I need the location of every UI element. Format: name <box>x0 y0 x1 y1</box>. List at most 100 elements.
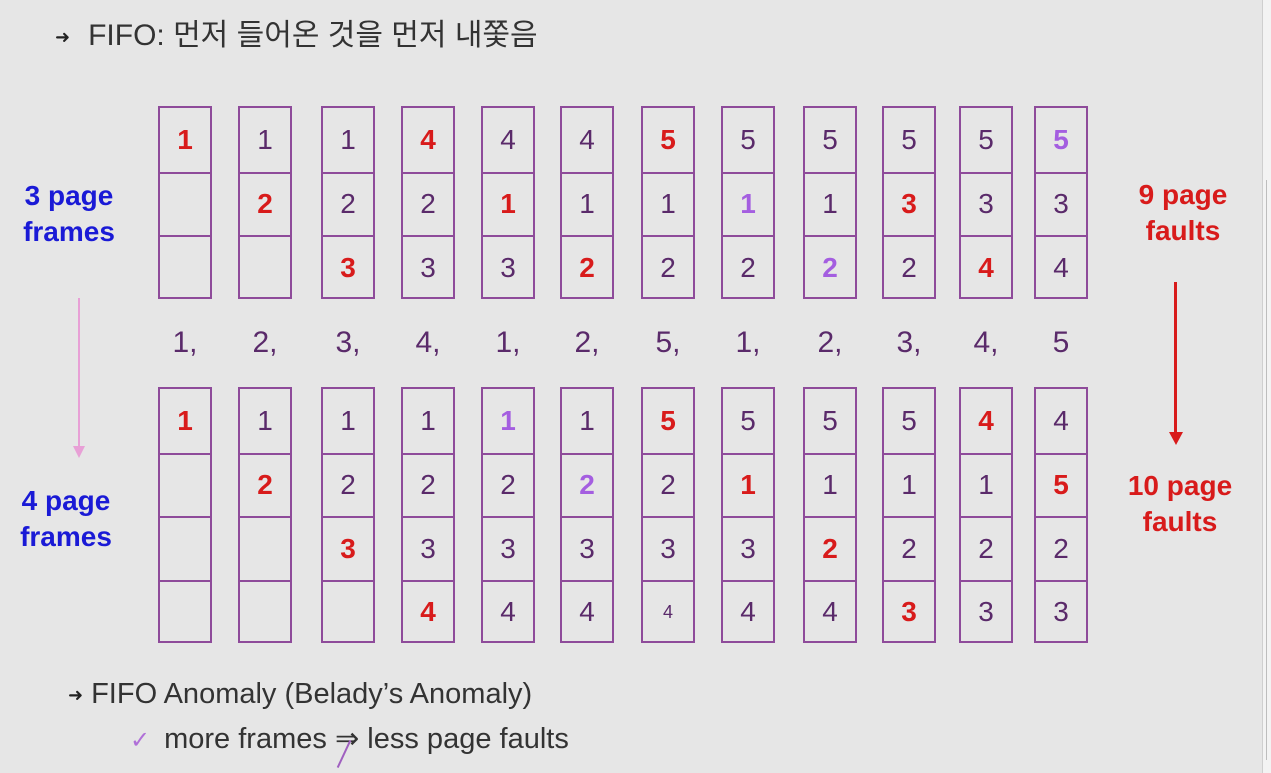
reference-item: 1, <box>495 326 521 359</box>
four-frame-frame-cell: 2 <box>483 452 533 517</box>
four-frame-frame-cell: 3 <box>403 516 453 580</box>
three-frame-frame-cell: 2 <box>403 171 453 236</box>
four-frame-frame-cell: 4 <box>403 579 453 644</box>
four-frame-frame-cell <box>160 516 210 580</box>
three-frame-frame-cell: 1 <box>483 171 533 236</box>
label-4-page-frames: 4 page frames <box>20 485 112 552</box>
three-frame-frame-cell: 1 <box>257 123 273 155</box>
four-frame-frame-cell: 4 <box>978 404 994 436</box>
three-frame-frame-cell: 2 <box>723 235 773 299</box>
four-frame-frame-cell <box>160 579 210 644</box>
arrow-bullet-icon: ➜ <box>68 685 84 706</box>
four-frame-frame-cell: 1 <box>723 452 773 517</box>
three-frame-frame-cell: 3 <box>961 171 1011 236</box>
three-frame-frame-cell: 1 <box>723 171 773 236</box>
four-frame-frame-cell: 5 <box>1036 452 1086 517</box>
four-frame-frame-cell: 1 <box>961 452 1011 517</box>
checkmark-icon: ✓ <box>130 727 151 754</box>
three-frame-frame-cell: 5 <box>822 123 838 155</box>
reference-item: 5 <box>1052 326 1070 359</box>
label-10-page-faults: 10 page faults <box>1127 470 1233 537</box>
reference-item: 1, <box>735 326 761 359</box>
four-frame-frame-cell: 1 <box>579 404 595 436</box>
slide-heading: ➜FIFO: 먼저 들어온 것을 먼저 내쫓음 <box>55 14 538 59</box>
three-frame-frame-cell: 3 <box>403 235 453 299</box>
four-frame-frame-cell: 5 <box>740 404 756 436</box>
heading-text: FIFO: 먼저 들어온 것을 먼저 내쫓음 <box>88 19 538 52</box>
reference-item: 4, <box>973 326 999 359</box>
sub-bullet: ✓more frames ⇒ less page faults <box>130 719 569 769</box>
three-frame-frame-cell: 5 <box>1053 123 1069 155</box>
three-frame-frame-cell: 3 <box>884 171 934 236</box>
four-frame-frame-cell <box>323 579 373 644</box>
four-frame-frame-cell: 2 <box>805 516 855 580</box>
three-frame-frame-cell: 5 <box>978 123 994 155</box>
four-frame-column: 1 <box>158 387 212 643</box>
three-frame-frame-cell: 2 <box>562 235 612 299</box>
red-down-arrow-head-icon <box>1169 432 1183 445</box>
reference-item: 4, <box>415 326 441 359</box>
three-frame-frame-cell: 4 <box>500 123 516 155</box>
four-frame-frame-cell: 1 <box>420 404 436 436</box>
four-frame-frame-cell: 3 <box>961 579 1011 644</box>
four-frame-frame-cell: 4 <box>1053 404 1069 436</box>
four-frame-frame-cell: 2 <box>240 452 290 517</box>
down-arrow-head-icon <box>73 446 85 458</box>
three-frame-frame-cell: 1 <box>177 123 193 155</box>
four-frame-frame-cell: 1 <box>340 404 356 436</box>
three-frame-frame-cell <box>160 171 210 236</box>
four-frame-frame-cell: 5 <box>901 404 917 436</box>
four-frame-frame-cell: 2 <box>643 452 693 517</box>
three-frame-frame-cell: 5 <box>660 123 676 155</box>
three-frame-frame-cell: 4 <box>961 235 1011 299</box>
four-frame-frame-cell: 3 <box>483 516 533 580</box>
not-implies-icon: ⇒ <box>335 719 359 769</box>
three-frame-frame-cell: 1 <box>805 171 855 236</box>
reference-item: 3, <box>335 326 361 359</box>
four-frame-frame-cell: 4 <box>562 579 612 644</box>
four-frame-frame-cell: 3 <box>323 516 373 580</box>
three-frame-frame-cell: 1 <box>340 123 356 155</box>
four-frame-frame-cell: 3 <box>723 516 773 580</box>
anomaly-bullet: ➜FIFO Anomaly (Belady’s Anomaly) <box>68 674 532 715</box>
four-frame-frame-cell: 3 <box>1036 579 1086 644</box>
down-arrow-icon <box>78 298 80 448</box>
four-frame-frame-cell: 5 <box>660 404 676 436</box>
four-frame-frame-cell: 3 <box>562 516 612 580</box>
reference-item: 2, <box>574 326 600 359</box>
three-frame-frame-cell: 1 <box>643 171 693 236</box>
three-frame-frame-cell: 3 <box>1036 171 1086 236</box>
reference-item: 5, <box>655 326 681 359</box>
four-frame-frame-cell: 2 <box>403 452 453 517</box>
three-frame-frame-cell: 2 <box>240 171 290 236</box>
three-frame-frame-cell: 5 <box>740 123 756 155</box>
sub-text-pre: more frames <box>164 723 335 755</box>
three-frame-frame-cell: 2 <box>884 235 934 299</box>
reference-item: 2, <box>817 326 843 359</box>
four-frame-frame-cell: 2 <box>562 452 612 517</box>
four-frame-frame-cell <box>240 516 290 580</box>
four-frame-frame-cell: 5 <box>822 404 838 436</box>
label-3-page-frames: 3 page frames <box>23 180 115 247</box>
three-frame-frame-cell: 3 <box>483 235 533 299</box>
four-frame-frame-cell: 1 <box>500 404 516 436</box>
four-frame-frame-cell: 1 <box>805 452 855 517</box>
four-frame-frame-cell: 2 <box>1036 516 1086 580</box>
